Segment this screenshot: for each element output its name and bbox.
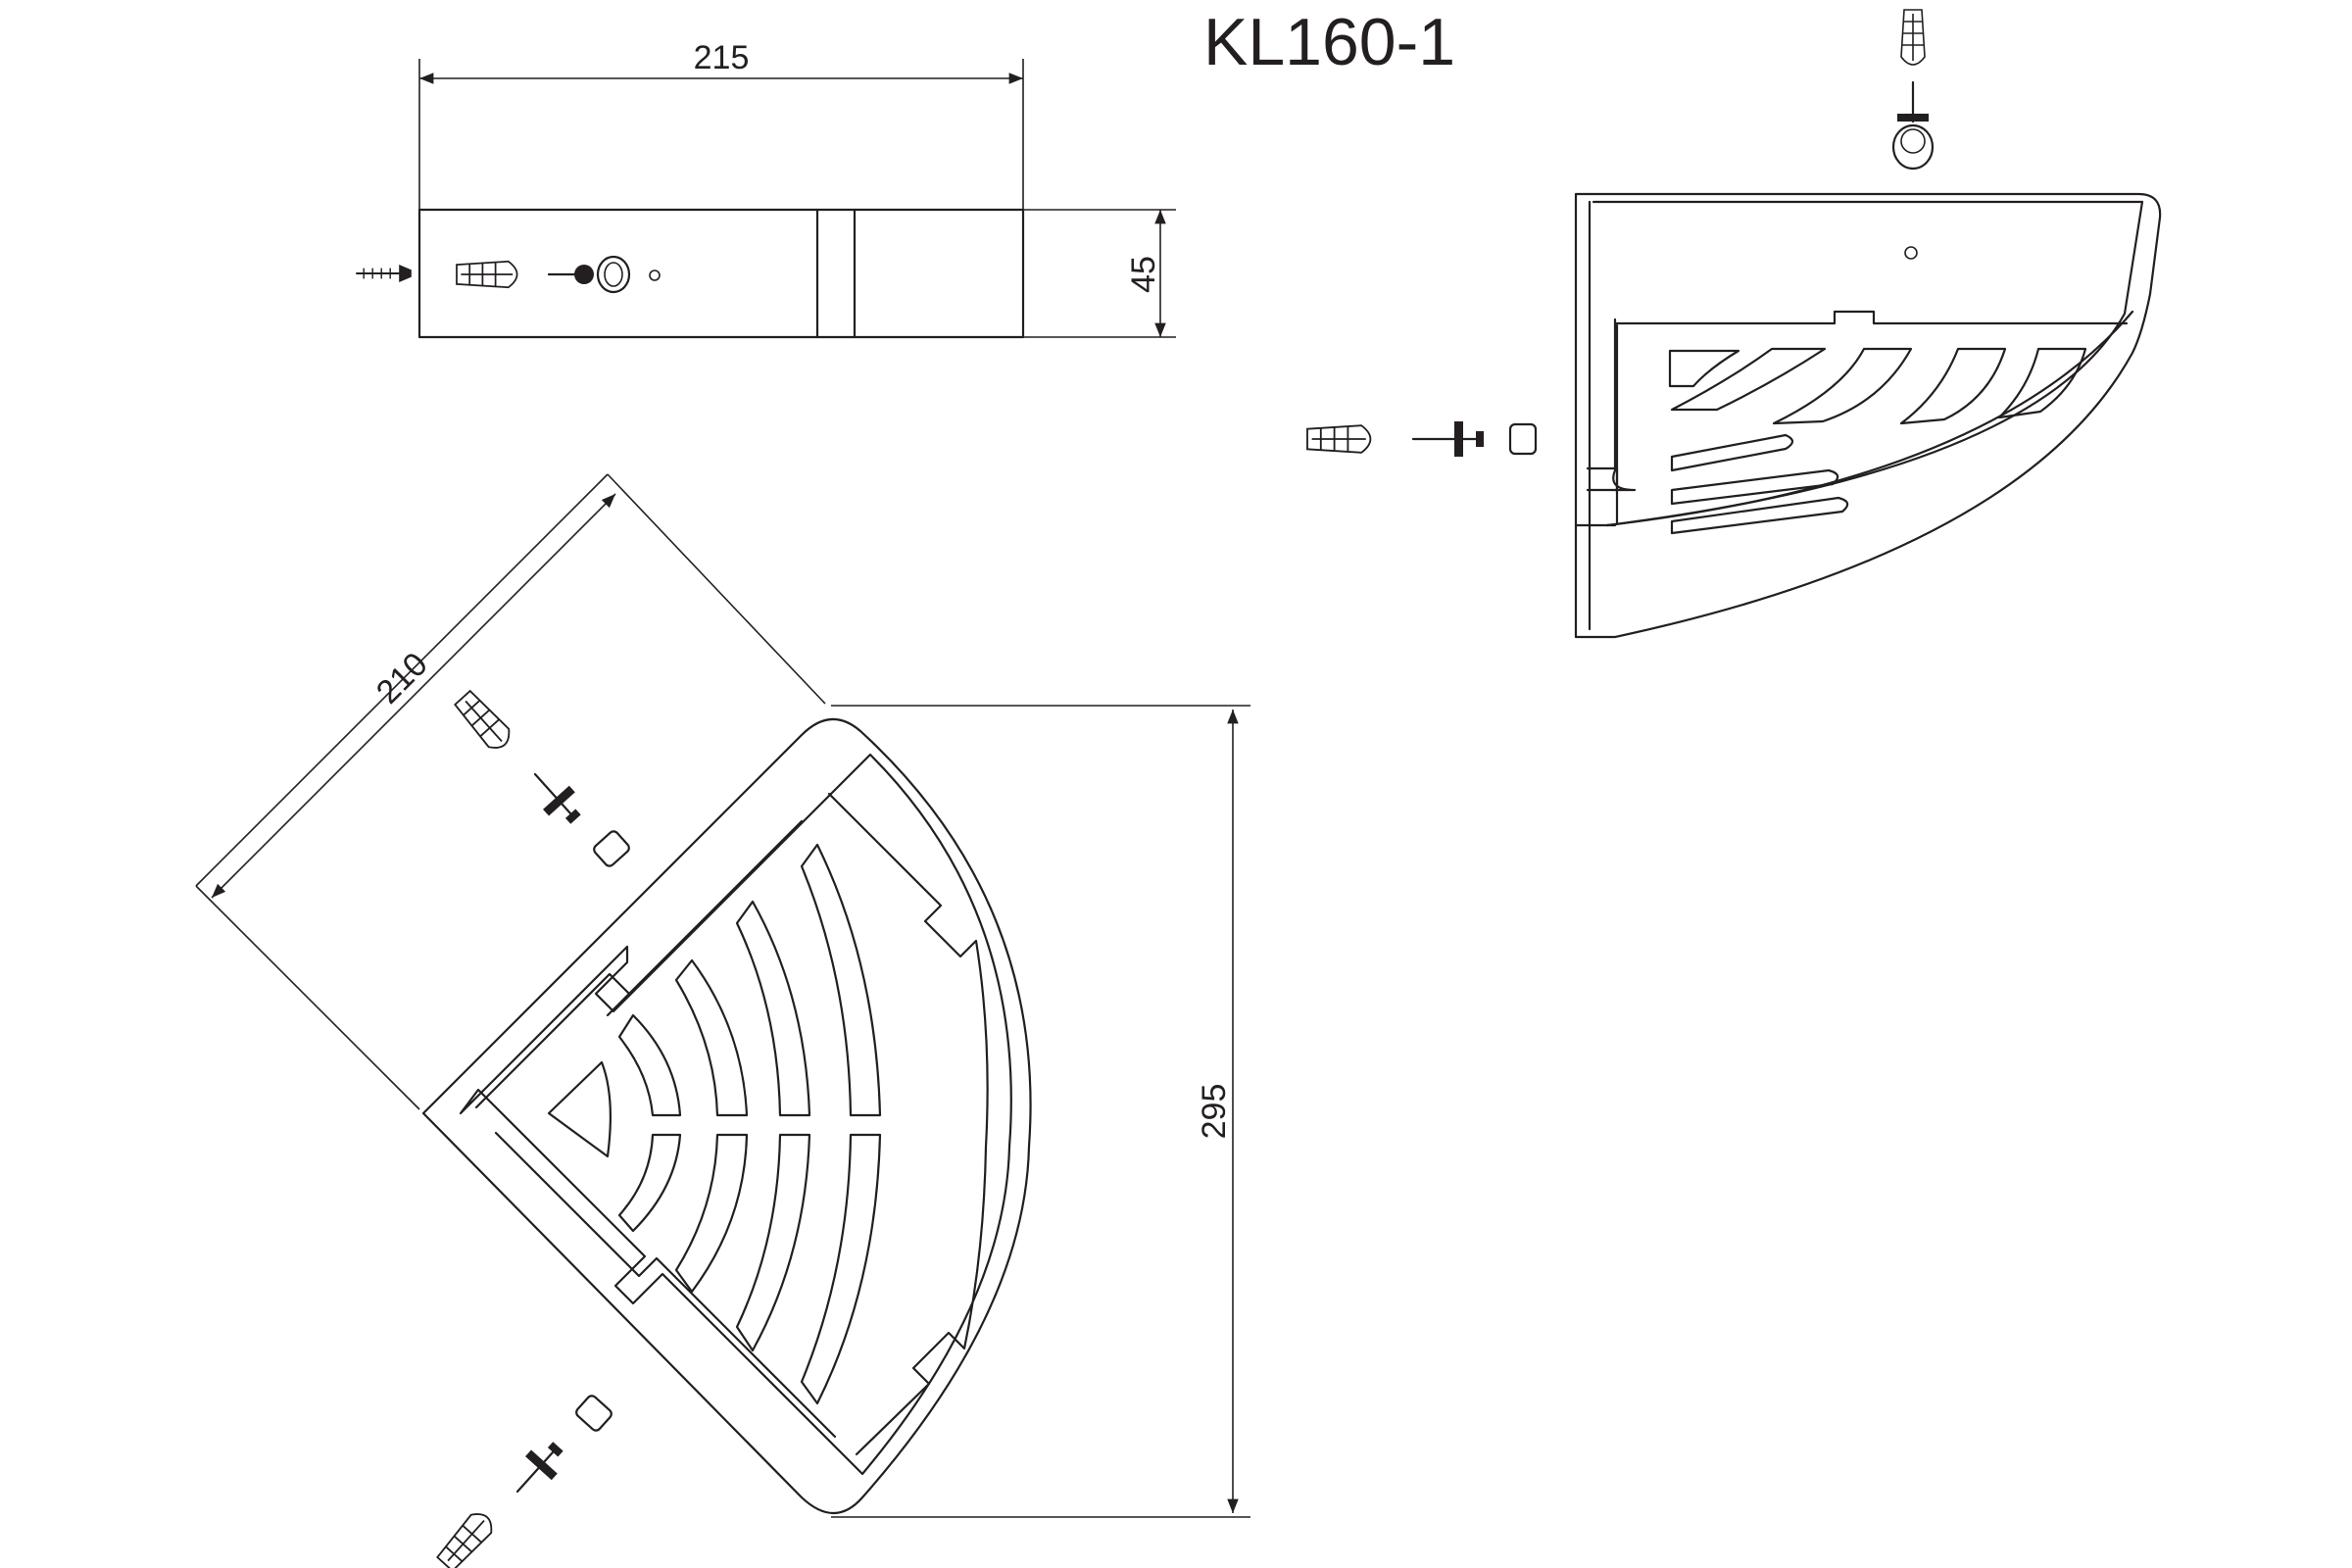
- mounting-knob-icon: [1891, 123, 1935, 171]
- wall-plug-icon: [456, 260, 518, 289]
- screw-hole: [649, 270, 661, 281]
- screw-icon: [515, 1442, 564, 1494]
- screw-icon: [1897, 80, 1929, 123]
- screw-icon: [356, 265, 412, 282]
- cap-icon: [573, 1393, 614, 1434]
- screw-icon: [547, 265, 594, 284]
- dimension-215-label: 215: [694, 39, 750, 76]
- dimension-45-label: 45: [1125, 256, 1162, 293]
- dimension-295-label: 295: [1196, 1084, 1233, 1140]
- cap-icon: [591, 828, 632, 869]
- dimension-210-label: 210: [369, 646, 435, 711]
- screw-icon: [533, 772, 581, 824]
- perspective-view: [1306, 9, 2162, 639]
- cap-icon: [1508, 422, 1538, 456]
- wall-plug-icon: [451, 687, 516, 756]
- wall-plug-icon: [1306, 424, 1372, 454]
- wall-plug-icon: [433, 1506, 499, 1568]
- screw-icon: [1411, 421, 1484, 457]
- mounting-knob-icon: [596, 255, 631, 294]
- front-elevation-view: 215 45: [356, 39, 1176, 339]
- drawing-title: KL160-1: [1203, 5, 1455, 79]
- plan-view: 210 295: [195, 473, 1250, 1568]
- wall-plug-icon: [1900, 9, 1926, 66]
- screw-hole: [1904, 246, 1918, 260]
